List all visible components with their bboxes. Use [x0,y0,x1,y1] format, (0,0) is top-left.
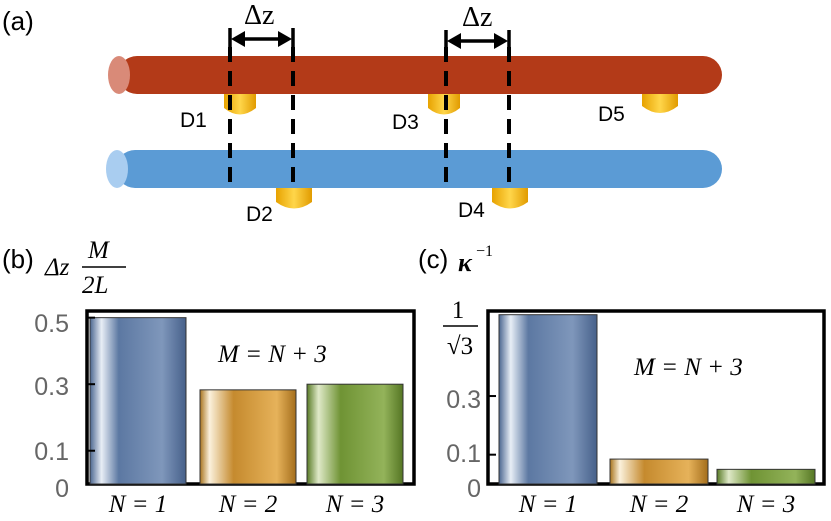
top-fiber [118,56,722,94]
detector-label-d3: D3 [392,111,419,134]
delta-z-label-1: Δz [244,0,274,31]
panel-c-ylabel: κ [458,248,473,277]
panel-c: (c) κ −1 1 √3 0.3 0.1 0 M = N + 3 N = 1 N = 2… [418,243,826,518]
delta-z-label-2: Δz [462,2,492,33]
panel-c-ytick-label-1-den: √3 [447,333,473,360]
panel-c-ylabel-exp: −1 [476,243,493,260]
delta-arrow-2-right-head [494,33,508,49]
top-fiber-cap [108,56,130,94]
panel-c-ticks: 1 √3 0.3 0.1 0 [443,297,496,503]
delta-arrow-1-left-head [231,31,245,47]
panel-b-xlabels: N = 1 N = 2 N = 3 [108,491,385,518]
delta-arrow-1-right-head [278,31,292,47]
delta-arrow-2-left-head [447,33,461,49]
detector-label-d5: D5 [598,103,625,126]
panel-b-bar-2 [199,389,297,485]
panel-b-annotation: M = N + 3 [217,341,327,368]
detector-d4-shape [492,188,528,209]
panel-b-ylabel-num: M [87,237,110,264]
bottom-fiber [116,150,722,188]
panel-c-xtick-2: N = 2 [629,491,689,518]
panel-b-bar-1 [89,317,187,485]
panel-a-label: (a) [2,6,34,36]
panel-b-label: (b) [2,244,34,274]
bottom-fiber-cap [106,150,128,188]
detector-label-d2: D2 [246,203,273,226]
panel-b-bars [89,317,404,485]
panel-c-ytick-label-2: 0.3 [446,386,481,414]
panel-b-ticks: 0.5 0.3 0.1 0 [34,310,95,503]
panel-c-bar-1 [498,314,598,485]
panel-b-ylabel-den: 2L [82,272,108,299]
panel-b-ytick-label-3: 0.1 [34,438,69,466]
panel-b-ytick-label-2: 0.3 [34,373,69,401]
panel-c-bar-2 [609,458,709,485]
panel-c-annotation: M = N + 3 [633,354,743,381]
panel-c-label: (c) [418,244,448,274]
detector-label-d1: D1 [180,109,207,132]
detector-d2-shape [276,188,312,209]
panel-b-xtick-3: N = 3 [325,491,385,518]
detector-d5-shape [642,94,678,113]
panel-c-xlabels: N = 1 N = 2 N = 3 [518,491,796,518]
panel-b-ytick-label-1: 0.5 [34,310,69,338]
panel-a: (a) [2,0,722,226]
panel-b-ylabel-dz: Δz [44,254,70,281]
detector-label-d4: D4 [458,199,485,222]
panel-c-xtick-1: N = 1 [518,491,578,518]
panel-c-ytick-label-4: 0 [467,475,481,503]
panel-b-ytick-label-4: 0 [55,475,69,503]
panel-c-ytick-label-1-num: 1 [452,297,465,324]
panel-b-xtick-2: N = 2 [218,491,278,518]
panel-c-bars [498,314,816,485]
panel-b-bar-3 [306,383,404,485]
panel-c-bar-3 [716,468,816,485]
panel-c-xtick-3: N = 3 [736,491,796,518]
panel-b-xtick-1: N = 1 [108,491,168,518]
panel-c-ytick-label-3: 0.1 [446,440,481,468]
